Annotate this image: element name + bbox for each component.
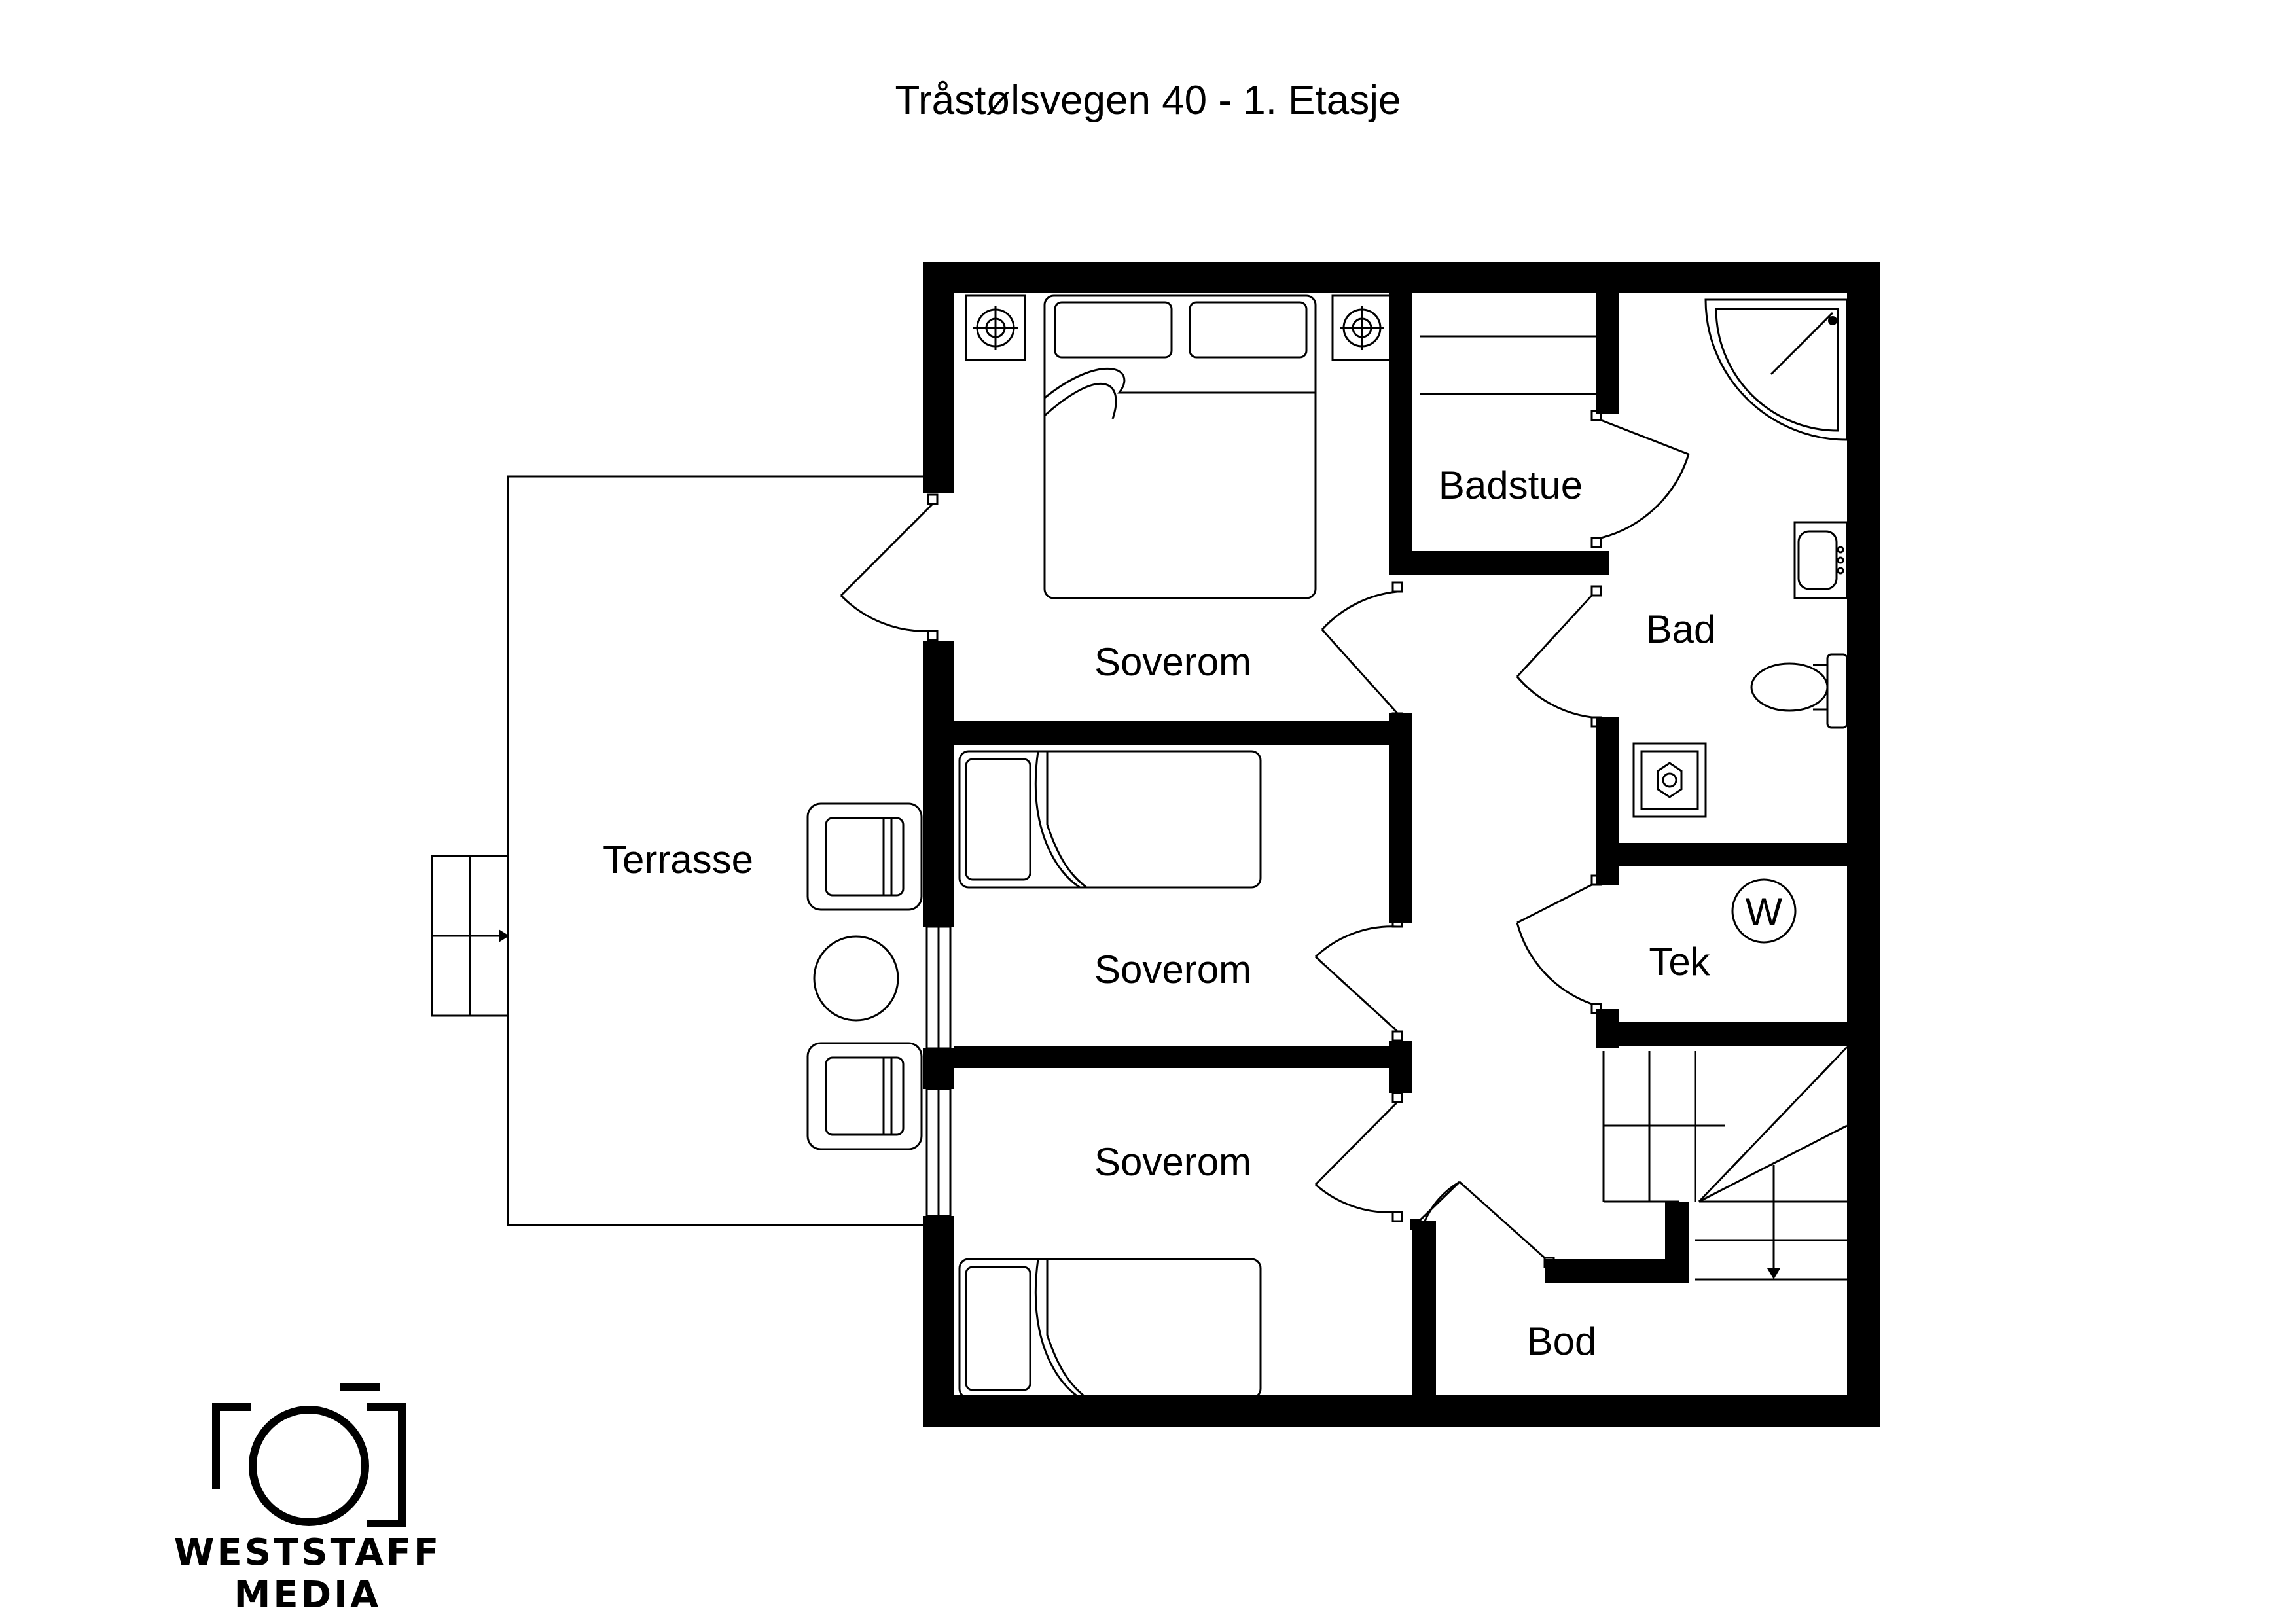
room-label-bad: Bad [1646, 607, 1716, 651]
camera-frame-logo-icon [212, 1383, 406, 1527]
room-label-soverom-2: Soverom [1094, 948, 1251, 991]
double-bed [1043, 294, 1317, 599]
terrace-arrow-icon [499, 929, 509, 942]
shower-drain-icon [1828, 316, 1837, 325]
water-heater [1731, 878, 1797, 944]
room-label-tek: Tek [1649, 940, 1710, 984]
doors [840, 410, 1690, 1277]
door-bod-right [1459, 1181, 1555, 1268]
toilet [1750, 653, 1848, 729]
terrace-armchair-upper [806, 802, 923, 911]
room-label-terrasse: Terrasse [603, 838, 753, 882]
terrace-armchair-lower [806, 1042, 923, 1150]
single-bed-middle [958, 750, 1262, 889]
staircase [1602, 1046, 1848, 1281]
sauna-benches [1420, 335, 1597, 395]
nightstand-lamp-left [965, 294, 1026, 361]
single-bed-lower [958, 1258, 1262, 1399]
door-bathroom [1516, 585, 1602, 728]
door-bedroom-1 [1321, 581, 1403, 724]
water-heater-label: W [1746, 890, 1783, 934]
nightstand-lamp-right [1331, 294, 1393, 361]
bathroom-sink [1793, 521, 1848, 599]
door-sauna [1590, 410, 1690, 548]
terrace-round-table [813, 935, 899, 1022]
room-label-soverom-3: Soverom [1094, 1140, 1251, 1184]
windows [925, 925, 952, 1217]
walls [923, 262, 1880, 1427]
room-label-bod: Bod [1527, 1319, 1597, 1363]
stair-arrow-icon [1767, 1268, 1780, 1279]
page-title: Tråstølsvegen 40 - 1. Etasje [895, 78, 1401, 123]
room-label-soverom-1: Soverom [1094, 640, 1251, 684]
floor-drain [1632, 742, 1707, 818]
room-label-badstue: Badstue [1439, 463, 1583, 507]
brand-name: WESTSTAFF MEDIA [173, 1531, 442, 1616]
door-bedroom-2 [1314, 916, 1403, 1042]
door-bedroom-3 [1314, 1092, 1403, 1222]
corner-shower [1704, 298, 1848, 441]
door-terrace-bedroom [840, 493, 939, 641]
door-tek [1516, 874, 1602, 1014]
